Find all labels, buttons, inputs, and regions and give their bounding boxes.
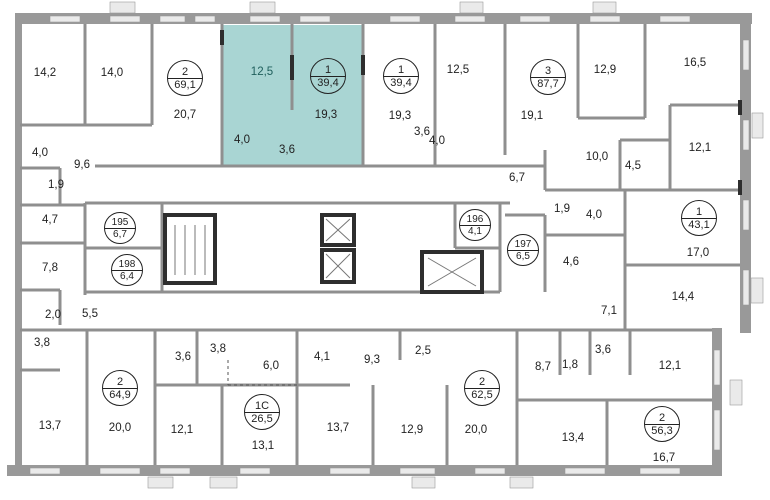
room-count: 2 [645, 412, 679, 425]
room-area: 6,0 [263, 360, 279, 372]
storage-area: 4,1 [468, 225, 482, 237]
room-area: 3,8 [210, 343, 226, 355]
storage-number: 195 [105, 217, 135, 229]
room-area: 9,3 [364, 354, 380, 366]
room-area: 3,6 [595, 344, 611, 356]
room-area: 4,0 [32, 147, 48, 159]
room-count: 1 [384, 64, 418, 77]
room-count: 2 [103, 376, 137, 389]
room-area: 14,4 [671, 291, 695, 303]
room-area: 4,7 [42, 214, 58, 226]
room-area: 3,8 [34, 337, 50, 349]
room-area: 12,1 [688, 142, 712, 154]
room-area: 4,1 [314, 351, 330, 363]
apartment-area: 62,5 [471, 388, 493, 401]
apartment-area: 56,3 [651, 424, 673, 437]
room-area: 17,0 [686, 247, 710, 259]
room-area: 3,6 [279, 144, 295, 156]
room-count: 1 [311, 64, 345, 77]
room-count: 2 [465, 376, 499, 389]
room-area: 8,7 [535, 361, 551, 373]
storage-number: 198 [112, 259, 142, 271]
room-area: 4,5 [625, 160, 641, 172]
storage-number: 196 [460, 214, 490, 226]
room-area: 4,6 [563, 256, 579, 268]
room-area: 13,7 [38, 420, 62, 432]
room-area: 12,9 [400, 424, 424, 436]
apartment-area: 26,5 [251, 412, 273, 425]
apartment-area: 64,9 [109, 388, 131, 401]
room-area: 3,6 [175, 351, 191, 363]
room-area: 16,7 [652, 452, 676, 464]
room-area: 2,0 [45, 309, 61, 321]
room-count: 1С [245, 400, 279, 413]
apartment-area: 87,7 [537, 77, 559, 90]
room-area: 9,6 [74, 159, 90, 171]
room-area: 13,4 [561, 432, 585, 444]
room-area: 13,1 [251, 440, 275, 452]
apartment-area: 39,4 [390, 76, 412, 89]
room-area: 12,1 [658, 360, 682, 372]
room-area: 19,3 [388, 110, 412, 122]
storage-area: 6,5 [516, 250, 530, 262]
room-area: 19,1 [520, 110, 544, 122]
room-area: 13,7 [326, 422, 350, 434]
room-area: 3,6 [414, 126, 430, 138]
room-area: 10,0 [585, 151, 609, 163]
room-area: 6,7 [509, 172, 525, 184]
room-area: 14,2 [33, 67, 57, 79]
room-area: 4,0 [429, 135, 445, 147]
room-area: 12,9 [593, 64, 617, 76]
room-area: 19,3 [314, 109, 338, 121]
apartment-area: 43,1 [688, 218, 710, 231]
room-area: 1,9 [48, 179, 64, 191]
storage-area: 6,4 [120, 270, 134, 282]
room-count: 2 [168, 66, 202, 79]
room-area: 5,5 [82, 308, 98, 320]
room-area: 12,1 [170, 424, 194, 436]
room-area: 1,9 [554, 203, 570, 215]
room-area: 2,5 [415, 345, 431, 357]
room-area: 20,0 [464, 424, 488, 436]
room-count: 1 [682, 206, 716, 219]
room-area: 16,5 [683, 57, 707, 69]
apartment-area: 69,1 [174, 78, 196, 91]
room-count: 3 [531, 65, 565, 78]
room-area: 7,1 [601, 305, 617, 317]
apartment-area: 39,4 [317, 76, 339, 89]
room-area: 12,5 [250, 66, 274, 78]
storage-area: 6,7 [113, 228, 127, 240]
room-area: 4,0 [234, 134, 250, 146]
room-area: 1,8 [562, 359, 578, 371]
room-area: 14,0 [100, 67, 124, 79]
room-area: 20,7 [173, 109, 197, 121]
room-area: 7,8 [42, 262, 58, 274]
storage-number: 197 [508, 239, 538, 251]
room-area: 20,0 [108, 422, 132, 434]
room-area: 12,5 [446, 64, 470, 76]
room-area: 4,0 [586, 209, 602, 221]
